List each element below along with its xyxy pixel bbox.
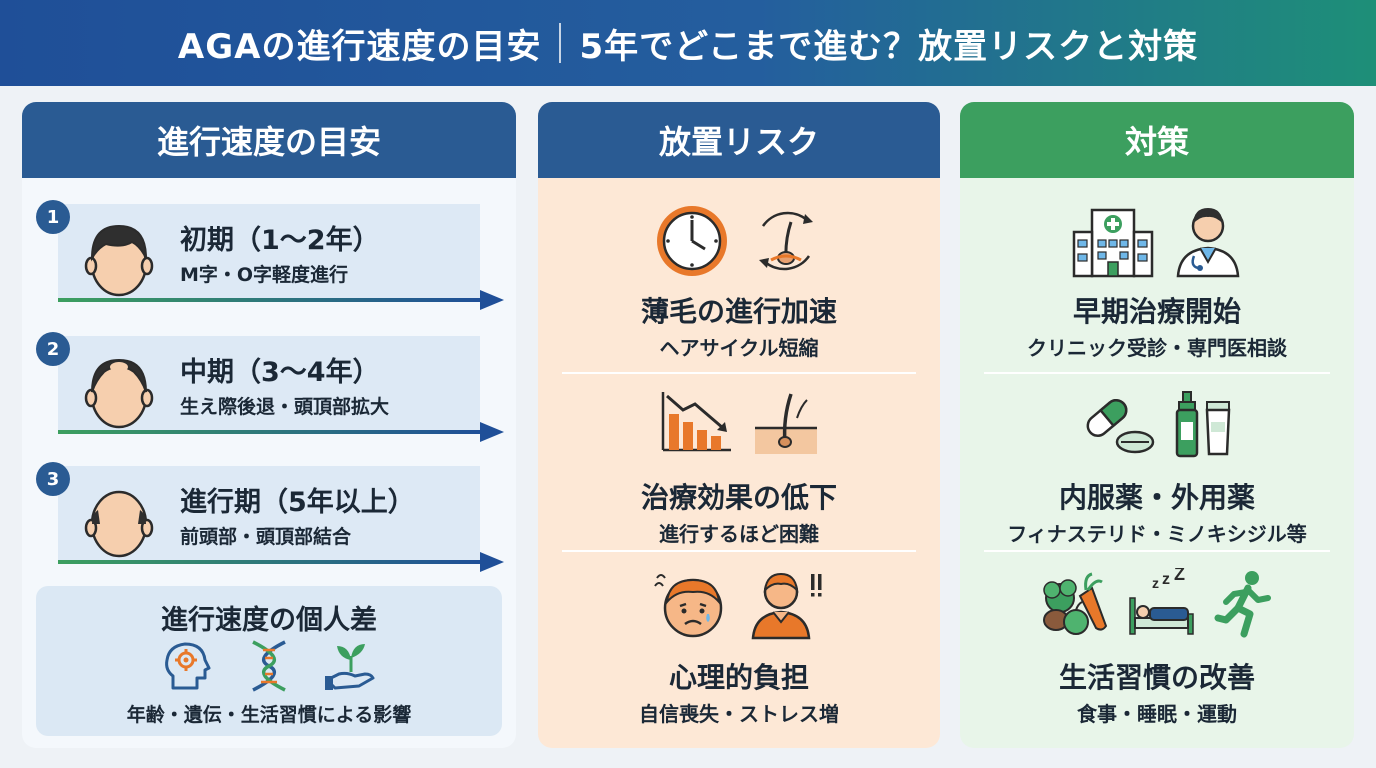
countermeasure-item-3: z z Z 生活習慣の改善 食事・睡眠・運動 [960,568,1354,746]
risk-panel-header: 放置リスク [538,102,940,178]
sleep-icon: z z Z [1129,568,1194,635]
risk-description: 自信喪失・ストレス増 [639,702,839,726]
individual-difference-icons [36,638,502,694]
hair-follicle-icon [755,393,817,454]
countermeasure-panel: 対策 [960,102,1354,748]
countermeasure-description: フィナステリド・ミノキシジル等 [1007,522,1307,546]
individual-difference-box: 進行速度の個人差 年齢・遺伝・生活習慣による影響 [36,586,502,736]
risk-title: 薄毛の進行加速 [640,295,837,328]
page-title: AGAの進行速度の目安 5年でどこまで進む？放置リスクと対策 [0,0,1376,86]
svg-text:z: z [1162,571,1170,588]
divider [562,372,916,374]
progress-panel-header: 進行速度の目安 [22,102,516,178]
dna-icon [252,640,286,692]
declining-bar-chart-icon [661,392,731,452]
stage-number: 2 [36,332,70,366]
stage-2: 2 中期（3〜4年） 生え際後退・頭頂部拡大 [22,332,516,450]
countermeasure-panel-header: 対策 [960,102,1354,178]
countermeasure-item-2: 内服薬・外用薬 フィナステリド・ミノキシジル等 [960,388,1354,566]
svg-text:Z: Z [1174,568,1185,584]
stage-description: 前頭部・頭頂部結合 [180,526,352,548]
face-bald-icon [84,490,154,558]
risk-item-1: 薄毛の進行加速 ヘアサイクル短縮 [538,202,940,380]
risk-description: 進行するほど困難 [659,522,819,546]
face-full-hair-icon [84,224,154,297]
stage-title: 中期（3〜4年） [180,357,380,388]
stage-title: 進行期（5年以上） [180,487,415,518]
hair-cycle-icon [759,211,813,271]
divider [984,550,1330,552]
stage-number: 1 [36,200,70,234]
countermeasure-description: クリニック受診・専門医相談 [1027,336,1287,360]
face-thinning-hair-icon [84,358,154,429]
medicine-bottle-icon [1175,391,1231,458]
stage-title: 初期（1〜2年） [180,225,380,256]
progress-arrow [58,290,504,310]
pill-capsule-icon [1086,399,1155,454]
stage-1: 1 初期（1〜2年） M字・O字軽度進行 [22,200,516,318]
progress-arrow [58,552,504,572]
risk-item-3: 心理的負担 自信喪失・ストレス増 [538,568,940,746]
title-separator [559,23,562,63]
countermeasure-title: 内服薬・外用薬 [1058,481,1255,514]
countermeasure-icons [960,202,1354,278]
individual-difference-title: 進行速度の個人差 [161,605,377,636]
risk-icons [538,388,940,458]
worried-face-icon [654,574,723,638]
stage-number: 3 [36,462,70,496]
hospital-icon [1072,208,1154,278]
stage-description: M字・O字軽度進行 [180,264,349,286]
countermeasure-icons: z z Z [960,568,1354,638]
stage-description: 生え際後退・頭頂部拡大 [180,396,390,418]
individual-difference-caption: 年齢・遺伝・生活習慣による影響 [126,704,412,726]
countermeasure-item-1: 早期治療開始 クリニック受診・専門医相談 [960,202,1354,380]
stressed-person-icon [751,572,822,640]
divider [562,550,916,552]
svg-text:z: z [1152,575,1159,591]
risk-description: ヘアサイクル短縮 [659,336,819,360]
doctor-icon [1176,208,1240,278]
clock-icon [657,206,727,276]
countermeasure-description: 食事・睡眠・運動 [1077,702,1237,726]
risk-item-2: 治療効果の低下 進行するほど困難 [538,388,940,566]
progress-arrow [58,422,504,442]
vegetables-icon [1043,572,1108,635]
countermeasure-title: 早期治療開始 [1072,295,1241,328]
running-icon [1214,571,1271,638]
risk-title: 治療効果の低下 [640,481,837,514]
progress-panel: 進行速度の目安 1 初期（1〜2年） M字・O字軽度進行 2 中期（3〜4年） [22,102,516,748]
risk-icons [538,202,940,280]
risk-icons [538,568,940,640]
page-title-left: AGAの進行速度の目安 [177,26,542,67]
hand-plant-icon [325,644,375,690]
risk-title: 心理的負担 [668,661,809,694]
risk-panel: 放置リスク 薄毛の進行加速 ヘアサイクル短縮 [538,102,940,748]
countermeasure-title: 生活習慣の改善 [1058,661,1255,694]
stage-3: 3 進行期（5年以上） 前頭部・頭頂部結合 [22,462,516,580]
head-gear-icon [165,642,211,690]
divider [984,372,1330,374]
countermeasure-icons [960,388,1354,460]
page-title-right: 5年でどこまで進む？放置リスクと対策 [579,26,1199,67]
